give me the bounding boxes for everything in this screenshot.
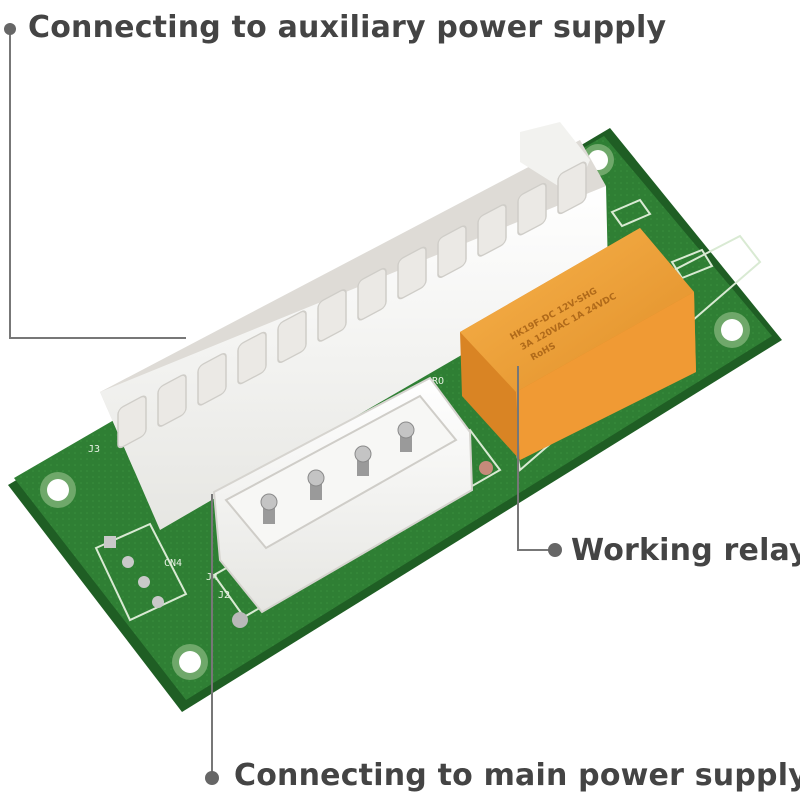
relay-top (460, 228, 694, 392)
silk-pad-1 (610, 198, 652, 228)
leader-dots (4, 23, 562, 785)
silk-cn4: CN4 (164, 558, 182, 569)
leader-lines (9, 30, 552, 778)
via-pad (232, 612, 248, 628)
atx-front-face (100, 186, 608, 530)
silk-outline-cn4 (94, 522, 188, 622)
cn4-pins (104, 536, 164, 608)
molex-4pin-connector (212, 376, 474, 614)
leader-relay (517, 366, 552, 551)
silk-ro: RO (432, 376, 444, 387)
molex-pins (260, 421, 415, 524)
dot-relay (548, 543, 562, 557)
relay-front (516, 292, 696, 460)
callout-main-power: Connecting to main power supply (234, 758, 800, 793)
mounting-holes (40, 144, 750, 680)
leader-auxiliary (9, 30, 186, 339)
callout-working-relay: Working relay (571, 533, 800, 568)
via-pad (479, 461, 493, 475)
atx-24pin-connector (100, 122, 608, 530)
atx-pin-sockets (117, 161, 587, 449)
dot-main (205, 771, 219, 785)
silk-j3: J3 (88, 444, 100, 455)
silk-j2: J2 (218, 590, 230, 601)
dot-auxiliary (4, 23, 16, 35)
callout-auxiliary-power: Connecting to auxiliary power supply (28, 10, 667, 45)
silk-pad-2 (670, 248, 714, 280)
